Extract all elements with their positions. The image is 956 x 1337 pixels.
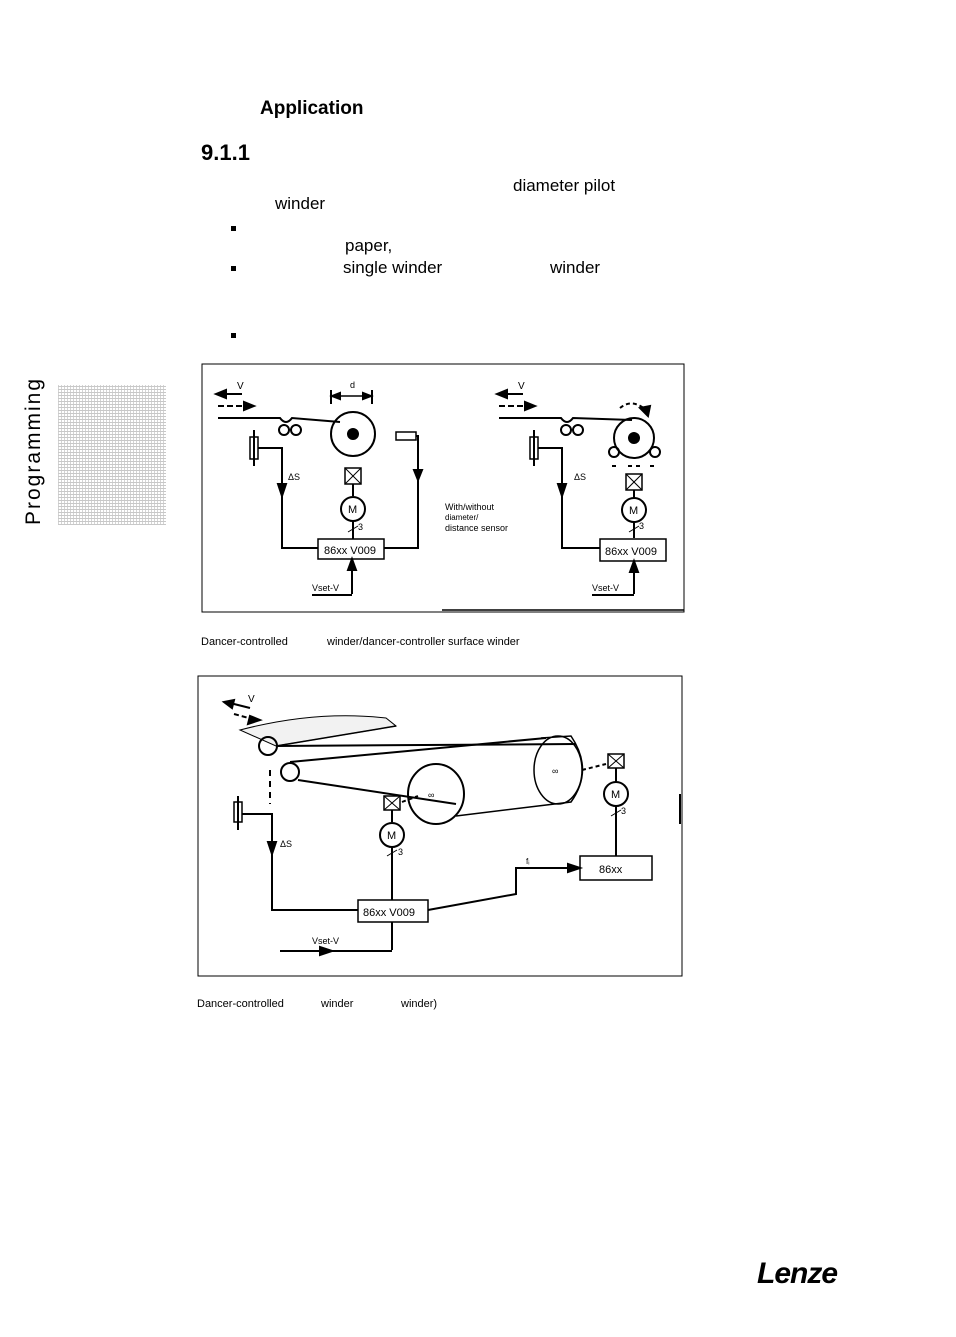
fig2-motor-label: M <box>387 830 396 842</box>
fig2-v-label: V <box>248 694 255 705</box>
fig2-three2-label: 3 <box>621 806 626 816</box>
figure-frame <box>201 363 685 613</box>
right-v-label: V <box>518 381 525 392</box>
text-paper: paper, <box>345 236 393 255</box>
fig2-winder-roll <box>407 763 465 825</box>
bullet-3 <box>231 333 236 338</box>
right-ds-label: ΔS <box>574 472 586 482</box>
bullet-1 <box>231 226 236 231</box>
left-vset-label: Vset-V <box>312 583 339 593</box>
left-d-label: d <box>350 380 355 390</box>
figure2-caption-c: winder) <box>401 998 438 1010</box>
left-v-arrowhead <box>213 388 227 400</box>
right-vset-label: Vset-V <box>592 583 619 593</box>
lenze-logo: Lenze <box>757 1257 838 1290</box>
right-motor-label: M <box>629 505 638 517</box>
sidebar-shading <box>58 385 166 525</box>
fig2-controller2-label: 86xx <box>599 864 623 876</box>
text-winder: winder <box>275 194 326 213</box>
right-diagram: V ΔS M 3 86xx V009 Vset-V <box>494 381 667 596</box>
svg-text:∞: ∞ <box>552 766 558 776</box>
fig2-ds-label: ΔS <box>280 839 292 849</box>
middle-note-line1: With/without <box>445 502 495 512</box>
left-v-label: V <box>237 381 244 392</box>
sidebar-label: Programming <box>22 376 45 525</box>
text-single-winder: single winder <box>343 258 443 277</box>
section-number: 9.1.1 <box>201 140 250 165</box>
right-three-label: 3 <box>639 521 644 531</box>
svg-text:∞: ∞ <box>428 790 434 800</box>
text-diameter-pilot: diameter pilot <box>513 176 616 195</box>
figure1-caption-b: winder/dancer-controller surface winder <box>327 636 520 648</box>
left-three-label: 3 <box>358 522 363 532</box>
figure2-caption-a: Dancer-controlled <box>197 998 284 1010</box>
text-winder-2: winder <box>550 258 601 277</box>
fig2-guide-roller-2 <box>280 762 300 782</box>
fig2-web-material <box>238 715 398 747</box>
left-motor-label: M <box>348 504 357 516</box>
middle-note-line2: diameter/ <box>445 513 479 522</box>
figure2-caption-b: winder <box>321 998 354 1010</box>
left-diameter-sensor <box>395 431 417 441</box>
left-controller-label: 86xx V009 <box>324 545 376 557</box>
bullet-2 <box>231 266 236 271</box>
heading-application: Application <box>260 98 364 119</box>
middle-note-line3: distance sensor <box>445 523 508 533</box>
fig2-controller-label: 86xx V009 <box>363 907 415 919</box>
figure1-caption-a: Dancer-controlled <box>201 636 288 648</box>
fig2-f-label: fᵢ <box>526 857 529 866</box>
figure2-frame <box>197 675 683 977</box>
fig2-three-label: 3 <box>398 847 403 857</box>
right-winder-roll <box>613 417 655 459</box>
figure-winder-diagrams: V d ΔS M 3 86xx V009 Vset- <box>201 363 685 613</box>
left-ds-label: ΔS <box>288 472 300 482</box>
left-winder-roll <box>330 411 376 457</box>
right-controller-label: 86xx V009 <box>605 546 657 558</box>
left-diagram: V d ΔS M 3 86xx V009 Vset- <box>213 380 424 596</box>
fig2-motor2-label: M <box>611 789 620 801</box>
figure-center-winder-diagram: V ∞ ∞ ΔS M 3 86xx V009 Vset-V fᵢ 86xx M … <box>197 675 683 977</box>
fig2-vset-label: Vset-V <box>312 936 339 946</box>
